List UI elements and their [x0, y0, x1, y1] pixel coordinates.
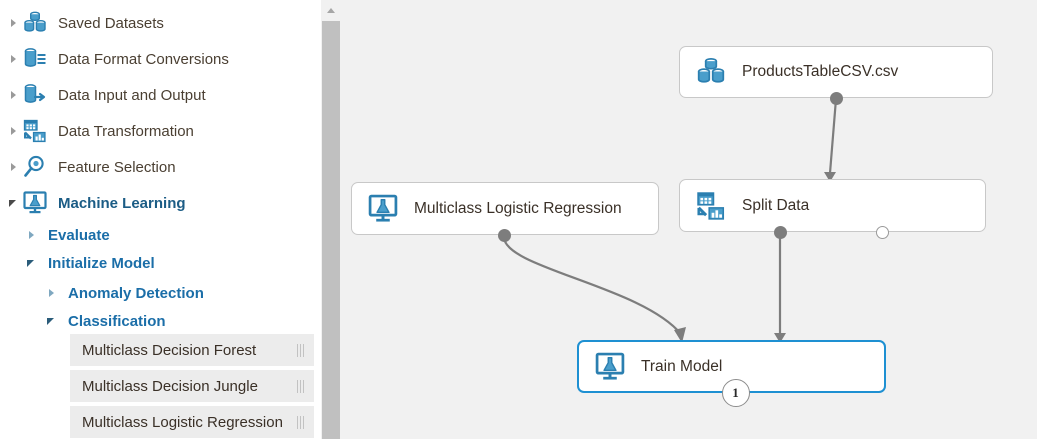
- chevron-right-icon[interactable]: [6, 15, 22, 31]
- canvas-node-multiclass-logistic-regression[interactable]: Multiclass Logistic Regression: [351, 182, 659, 235]
- node-output-port[interactable]: [830, 92, 843, 105]
- chevron-right-icon[interactable]: [24, 227, 40, 243]
- data-io-icon: [24, 84, 46, 103]
- chevron-down-icon[interactable]: [24, 255, 40, 271]
- canvas-node-label: Split Data: [742, 196, 810, 214]
- sidebar-item-label: Anomaly Detection: [68, 284, 204, 302]
- experiment-screen-icon: [366, 192, 400, 226]
- sidebar-item-label: Classification: [68, 312, 166, 330]
- module-item-label: Multiclass Logistic Regression: [82, 413, 283, 431]
- experiment-screen-icon: [22, 190, 48, 216]
- experiment-screen-icon: [23, 191, 47, 214]
- database-stack-icon: [22, 10, 48, 36]
- sidebar-item-saved-datasets[interactable]: Saved Datasets: [0, 5, 321, 41]
- scroll-up-arrow-icon[interactable]: [321, 0, 341, 19]
- drag-handle-icon[interactable]: [292, 370, 314, 402]
- data-io-icon: [22, 82, 48, 108]
- sidebar-item-label: Feature Selection: [58, 158, 176, 176]
- magnifier-icon: [24, 155, 44, 177]
- canvas-node-products-table-csv[interactable]: ProductsTableCSV.csv: [679, 46, 993, 98]
- node-output-port[interactable]: [774, 226, 787, 239]
- data-transformation-icon: [22, 118, 48, 144]
- sidebar-item-label: Saved Datasets: [58, 14, 164, 32]
- magnifier-icon: [22, 154, 48, 180]
- database-stack-icon: [24, 11, 46, 32]
- chevron-down-icon[interactable]: [6, 195, 22, 211]
- drag-handle-icon[interactable]: [292, 406, 314, 438]
- sidebar-item-feature-selection[interactable]: Feature Selection: [0, 149, 321, 185]
- node-order-badge: 1: [721, 379, 750, 407]
- chevron-down-icon[interactable]: [44, 313, 60, 329]
- data-transformation-icon: [23, 119, 46, 143]
- sidebar-item-evaluate[interactable]: Evaluate: [0, 217, 321, 253]
- module-item-multiclass-logistic-regression[interactable]: Multiclass Logistic Regression: [70, 406, 314, 438]
- canvas-node-label: Multiclass Logistic Regression: [414, 199, 622, 217]
- experiment-screen-icon: [595, 352, 625, 380]
- sidebar-item-initialize-model[interactable]: Initialize Model: [0, 245, 321, 281]
- sidebar-item-anomaly-detection[interactable]: Anomaly Detection: [0, 275, 321, 311]
- chevron-right-icon[interactable]: [6, 123, 22, 139]
- sidebar-item-label: Initialize Model: [48, 254, 155, 272]
- sidebar-item-machine-learning[interactable]: Machine Learning: [0, 185, 321, 221]
- node-output-port[interactable]: [498, 229, 511, 242]
- format-conversion-icon: [24, 48, 46, 67]
- sidebar-item-classification[interactable]: Classification: [0, 303, 321, 339]
- sidebar-scrollbar[interactable]: [321, 0, 341, 439]
- database-stack-icon: [697, 57, 725, 83]
- data-transformation-icon: [697, 191, 725, 220]
- sidebar-item-label: Data Format Conversions: [58, 50, 229, 68]
- sidebar-item-data-format-conversions[interactable]: Data Format Conversions: [0, 41, 321, 77]
- module-item-multiclass-decision-jungle[interactable]: Multiclass Decision Jungle: [70, 370, 314, 402]
- canvas-node-label: Train Model: [641, 357, 723, 375]
- chevron-right-icon[interactable]: [6, 159, 22, 175]
- canvas-node-split-data[interactable]: Split Data: [679, 179, 986, 232]
- module-palette-sidebar[interactable]: Saved Datasets Data Format Conversions D…: [0, 0, 321, 439]
- sidebar-item-label: Evaluate: [48, 226, 110, 244]
- sidebar-item-data-input-and-output[interactable]: Data Input and Output: [0, 77, 321, 113]
- experiment-screen-icon: [368, 194, 398, 222]
- database-stack-icon: [694, 55, 728, 89]
- sidebar-item-data-transformation[interactable]: Data Transformation: [0, 113, 321, 149]
- node-output-port[interactable]: [876, 226, 889, 239]
- chevron-right-icon[interactable]: [6, 87, 22, 103]
- sidebar-item-label: Data Transformation: [58, 122, 194, 140]
- module-item-label: Multiclass Decision Forest: [82, 341, 257, 359]
- module-item-multiclass-decision-forest[interactable]: Multiclass Decision Forest: [70, 334, 314, 366]
- sidebar-item-label: Data Input and Output: [58, 86, 206, 104]
- experiment-canvas[interactable]: ProductsTableCSV.csv Multiclass Logistic…: [341, 0, 1037, 439]
- wire-mlr-to-train: [502, 236, 682, 335]
- chevron-right-icon[interactable]: [44, 285, 60, 301]
- canvas-node-label: ProductsTableCSV.csv: [742, 63, 899, 80]
- data-transformation-icon: [694, 189, 728, 223]
- chevron-right-icon[interactable]: [6, 51, 22, 67]
- experiment-screen-icon: [593, 350, 627, 384]
- scrollbar-thumb[interactable]: [322, 21, 340, 439]
- module-item-label: Multiclass Decision Jungle: [82, 377, 258, 395]
- format-conversion-icon: [22, 46, 48, 72]
- drag-handle-icon[interactable]: [292, 334, 314, 366]
- wire-products-to-split: [828, 98, 838, 174]
- sidebar-item-label: Machine Learning: [58, 194, 186, 212]
